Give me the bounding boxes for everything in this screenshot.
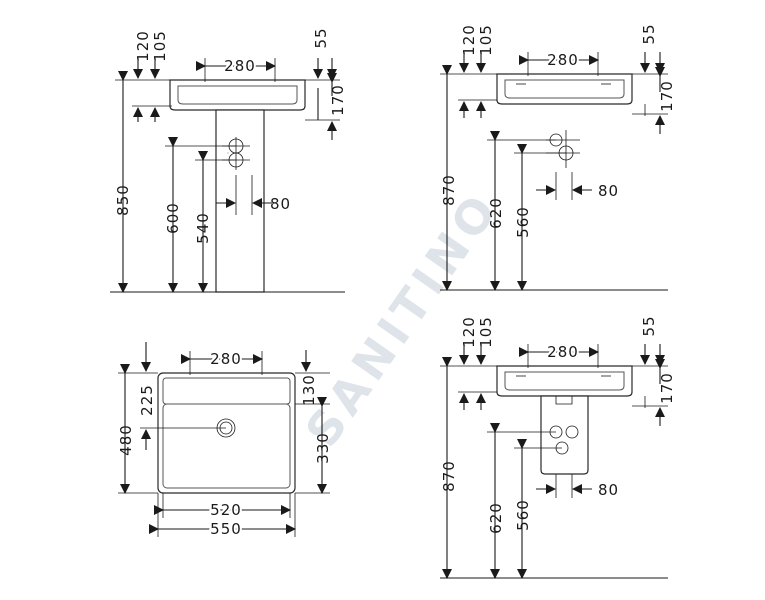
semi-dim-870: 870 <box>440 460 458 492</box>
pedestal-view: 850 600 540 80 280 120 105 55 <box>110 27 347 293</box>
wall-basin <box>496 73 633 105</box>
pedestal-dim-600: 600 <box>164 202 182 234</box>
semi-dim-55: 55 <box>640 315 658 336</box>
pedestal-dim-540: 540 <box>194 212 212 244</box>
wall-dim-560: 560 <box>514 206 532 238</box>
semi-basin <box>496 365 633 397</box>
plan-dim-130: 130 <box>300 374 318 406</box>
semi-dim-620: 620 <box>487 502 505 534</box>
semi-dim-280: 280 <box>547 343 579 361</box>
pedestal-dim-850: 850 <box>114 184 132 216</box>
plan-dim-225: 225 <box>138 384 156 416</box>
wall-dim-280: 280 <box>547 51 579 69</box>
wall-hung-view: 870 620 560 80 280 120 105 55 <box>440 23 676 291</box>
plan-basin-outline <box>157 372 296 494</box>
semi-pedestal-shroud <box>540 395 589 475</box>
plan-dim-480: 480 <box>117 424 135 456</box>
pedestal-basin-bowl <box>177 85 298 105</box>
wall-dim-170: 170 <box>658 80 676 112</box>
plan-view: 280 480 225 130 330 520 550 <box>117 342 332 540</box>
plan-dim-330: 330 <box>314 432 332 464</box>
wall-dim-870: 870 <box>440 174 458 206</box>
wall-dim-80: 80 <box>598 182 619 200</box>
pedestal-basin <box>169 79 306 111</box>
plan-dim-520: 520 <box>210 501 242 519</box>
pedestal-dim-170: 170 <box>329 84 347 116</box>
pedestal-dim-80: 80 <box>270 195 291 213</box>
wall-dim-105: 105 <box>477 24 495 56</box>
plan-dim-280: 280 <box>210 350 242 368</box>
plan-bowl <box>162 403 291 489</box>
wall-basin-bowl <box>504 79 625 99</box>
pedestal-dim-280: 280 <box>224 57 256 75</box>
wall-dim-620: 620 <box>487 197 505 229</box>
semi-pipe-right <box>565 425 579 439</box>
pedestal-dim-120: 120 <box>134 30 152 62</box>
semi-dim-105: 105 <box>477 316 495 348</box>
semi-dim-80: 80 <box>598 481 619 499</box>
pedestal-dim-105: 105 <box>151 30 169 62</box>
wall-dim-120: 120 <box>460 24 478 56</box>
wall-dim-55: 55 <box>640 23 658 44</box>
semi-dim-170: 170 <box>658 372 676 404</box>
plan-dim-550: 550 <box>210 520 242 538</box>
pedestal-column <box>215 109 265 293</box>
semi-pedestal-view: 870 620 560 80 280 120 105 55 <box>440 315 676 579</box>
semi-basin-bowl <box>504 371 625 391</box>
semi-dim-120: 120 <box>460 316 478 348</box>
pedestal-dim-55: 55 <box>312 27 330 48</box>
semi-dim-560: 560 <box>514 499 532 531</box>
